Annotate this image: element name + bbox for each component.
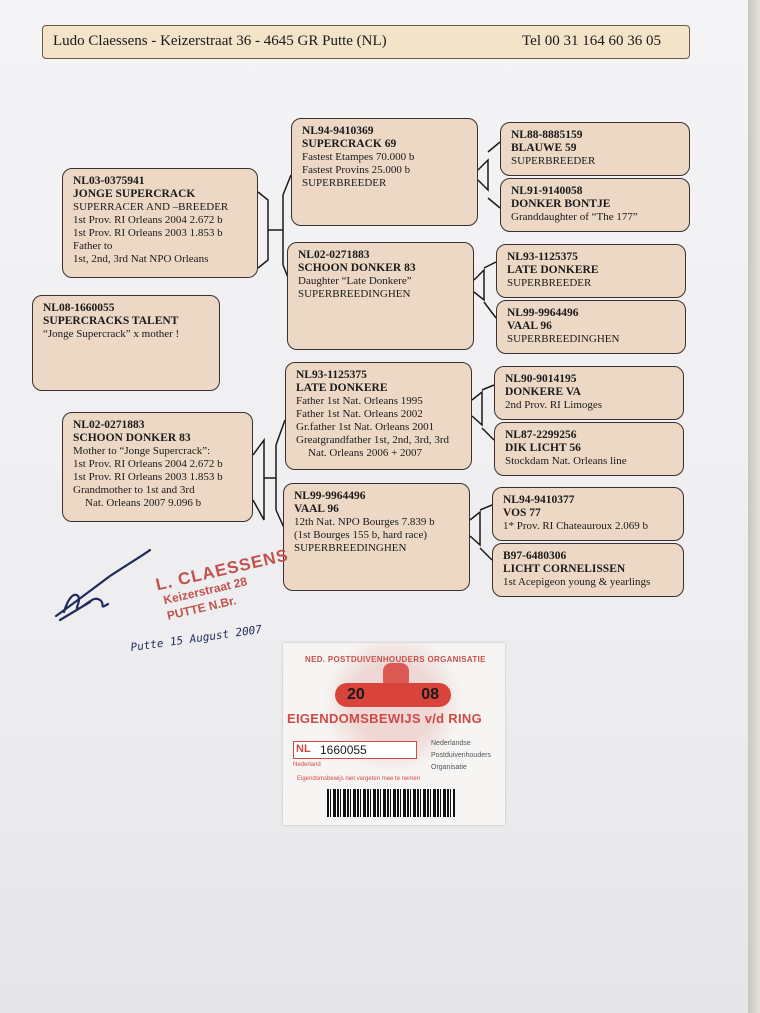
card-ring-field: NL 1660055 xyxy=(293,741,417,759)
dds-line: 1* Prov. RI Chateauroux 2.069 b xyxy=(503,520,649,532)
sire-line: Father to xyxy=(73,240,113,252)
dam-line: Nat. Orleans 2007 9.096 b xyxy=(85,497,202,509)
dam-line: 1st Prov. RI Orleans 2004 2.672 b xyxy=(73,458,223,470)
sire-line: 1st Prov. RI Orleans 2003 1.853 b xyxy=(73,227,223,239)
subject-name: SUPERCRACKS TALENT xyxy=(43,315,179,327)
dsd-ring: NL87-2299256 xyxy=(505,429,577,441)
npo-line: Nederlandse xyxy=(431,740,471,747)
subject-line: “Jonge Supercrack” x mother ! xyxy=(43,328,180,340)
card-note: Eigendomsbewijs niet vergeten mee te nem… xyxy=(297,776,421,782)
sds-line: SUPERBREEDER xyxy=(507,277,592,289)
sdd-ring: NL99-9964496 xyxy=(507,307,579,319)
npo-line: Organisatie xyxy=(431,764,467,771)
sdd-box: NL99-9964496 VAAL 96 SUPERBREEDINGHEN xyxy=(496,300,686,354)
dam-line: 1st Prov. RI Orleans 2003 1.853 b xyxy=(73,471,223,483)
card-year-left: 20 xyxy=(347,686,365,703)
card-barcode xyxy=(327,789,455,817)
breeder-phone: Tel 00 31 164 60 36 05 xyxy=(522,33,661,49)
sire-sire-box: NL94-9410369 SUPERCRACK 69 Fastest Etamp… xyxy=(291,118,478,226)
card-ring-number: 1660055 xyxy=(320,743,367,757)
sire-line: SUPERRACER AND –BREEDER xyxy=(73,201,229,213)
ssd-line: Granddaughter of “The 177” xyxy=(511,211,638,223)
dam-dam-box: NL99-9964496 VAAL 96 12th Nat. NPO Bourg… xyxy=(283,483,470,591)
sire-dam-box: NL02-0271883 SCHOON DONKER 83 Daughter “… xyxy=(287,242,474,350)
card-country-sub: Nederland xyxy=(293,762,321,768)
ss-line: Fastest Etampes 70.000 b xyxy=(302,151,415,163)
sdd-name: VAAL 96 xyxy=(507,320,552,332)
sire-line: 1st, 2nd, 3rd Nat NPO Orleans xyxy=(73,253,209,265)
sire-box: NL03-0375941 JONGE SUPERCRACK SUPERRACER… xyxy=(62,168,258,278)
card-organisation: NED. POSTDUIVENHOUDERS ORGANISATIE xyxy=(305,655,486,664)
dam-sire-box: NL93-1125375 LATE DONKERE Father 1st Nat… xyxy=(285,362,472,470)
dss-box: NL90-9014195 DONKERE VA 2nd Prov. RI Lim… xyxy=(494,366,684,420)
dd-ring: NL99-9964496 xyxy=(294,490,366,502)
dam-box: NL02-0271883 SCHOON DONKER 83 Mother to … xyxy=(62,412,253,522)
dss-line: 2nd Prov. RI Limoges xyxy=(505,399,603,411)
ds-line: Father 1st Nat. Orleans 2002 xyxy=(296,408,423,420)
ds-line: Father 1st Nat. Orleans 1995 xyxy=(296,395,423,407)
ddd-ring: B97-6480306 xyxy=(503,550,567,562)
sss-box: NL88-8885159 BLAUWE 59 SUPERBREEDER xyxy=(500,122,690,176)
dsd-box: NL87-2299256 DIK LICHT 56 Stockdam Nat. … xyxy=(494,422,684,476)
subject-box: NL08-1660055 SUPERCRACKS TALENT “Jonge S… xyxy=(32,295,220,391)
card-year: 20 08 xyxy=(335,683,451,707)
ddd-name: LICHT CORNELISSEN xyxy=(503,563,626,575)
ssd-box: NL91-9140058 DONKER BONTJE Granddaughter… xyxy=(500,178,690,232)
dds-name: VOS 77 xyxy=(503,507,541,519)
sd-ring: NL02-0271883 xyxy=(298,249,370,261)
dd-name: VAAL 96 xyxy=(294,503,339,515)
ddd-line: 1st Acepigeon young & yearlings xyxy=(503,576,651,588)
dam-line: Mother to “Jonge Supercrack”: xyxy=(73,445,211,457)
sdd-line: SUPERBREEDINGHEN xyxy=(507,333,620,345)
sss-line: SUPERBREEDER xyxy=(511,155,596,167)
dam-ring: NL02-0271883 xyxy=(73,419,145,431)
sd-line: Daughter “Late Donkere” xyxy=(298,275,412,287)
breeder-address: Ludo Claessens - Keizerstraat 36 - 4645 … xyxy=(53,33,387,49)
ssd-name: DONKER BONTJE xyxy=(511,198,611,210)
dds-box: NL94-9410377 VOS 77 1* Prov. RI Chateaur… xyxy=(492,487,684,541)
dd-line: (1st Bourges 155 b, hard race) xyxy=(294,529,427,541)
dsd-name: DIK LICHT 56 xyxy=(505,442,581,454)
sds-box: NL93-1125375 LATE DONKERE SUPERBREEDER xyxy=(496,244,686,298)
sire-name: JONGE SUPERCRACK xyxy=(73,188,196,200)
sd-name: SCHOON DONKER 83 xyxy=(298,262,416,274)
sds-ring: NL93-1125375 xyxy=(507,251,578,263)
dss-name: DONKERE VA xyxy=(505,386,581,398)
ss-line: SUPERBREEDER xyxy=(302,177,387,189)
dds-ring: NL94-9410377 xyxy=(503,494,575,506)
ds-ring: NL93-1125375 xyxy=(296,369,367,381)
dd-line: SUPERBREEDINGHEN xyxy=(294,542,407,554)
header-bar: Ludo Claessens - Keizerstraat 36 - 4645 … xyxy=(42,25,690,59)
ss-name: SUPERCRACK 69 xyxy=(302,138,397,150)
ds-line: Greatgrandfather 1st, 2nd, 3rd, 3rd xyxy=(296,434,450,446)
sss-ring: NL88-8885159 xyxy=(511,129,583,141)
sss-name: BLAUWE 59 xyxy=(511,142,577,154)
page-edge xyxy=(748,0,760,1013)
sire-line: 1st Prov. RI Orleans 2004 2.672 b xyxy=(73,214,223,226)
ss-line: Fastest Provins 25.000 b xyxy=(302,164,411,176)
card-npo-list: Nederlandse Postduivenhouders Organisati… xyxy=(431,738,491,774)
sire-ring: NL03-0375941 xyxy=(73,175,145,187)
ds-line: Gr.father 1st Nat. Orleans 2001 xyxy=(296,421,435,433)
subject-ring: NL08-1660055 xyxy=(43,302,115,314)
dam-name: SCHOON DONKER 83 xyxy=(73,432,191,444)
sds-name: LATE DONKERE xyxy=(507,264,599,276)
sd-line: SUPERBREEDINGHEN xyxy=(298,288,411,300)
ds-name: LATE DONKERE xyxy=(296,382,388,394)
ss-ring: NL94-9410369 xyxy=(302,125,374,137)
card-year-right: 08 xyxy=(421,686,439,703)
ring-ownership-card: NED. POSTDUIVENHOUDERS ORGANISATIE 20 08… xyxy=(283,643,505,825)
card-country: NL xyxy=(296,743,311,755)
dam-line: Grandmother to 1st and 3rd xyxy=(73,484,195,496)
ddd-box: B97-6480306 LICHT CORNELISSEN 1st Acepig… xyxy=(492,543,684,597)
ds-line: Nat. Orleans 2006 + 2007 xyxy=(308,447,423,459)
npo-line: Postduivenhouders xyxy=(431,752,491,759)
ssd-ring: NL91-9140058 xyxy=(511,185,583,197)
dss-ring: NL90-9014195 xyxy=(505,373,577,385)
dsd-line: Stockdam Nat. Orleans line xyxy=(505,455,627,467)
card-title: EIGENDOMSBEWIJS v/d RING xyxy=(287,711,483,726)
dd-line: 12th Nat. NPO Bourges 7.839 b xyxy=(294,516,435,528)
handwritten-signature xyxy=(54,548,152,622)
